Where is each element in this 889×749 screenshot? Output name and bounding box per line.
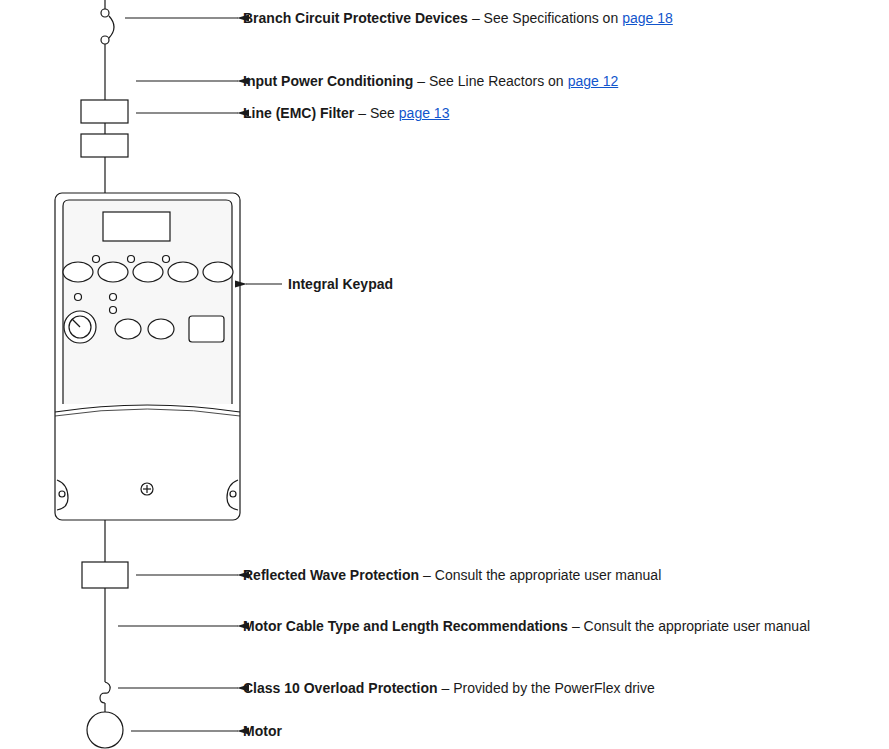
power-conditioning-box (81, 100, 128, 123)
keypad-button (203, 262, 233, 282)
part-name: Class 10 Overload Protection (243, 680, 438, 696)
callout-row: Class 10 Overload Protection– Provided b… (243, 679, 655, 697)
display-window (103, 212, 170, 241)
keypad-button (115, 319, 141, 339)
part-name: Line (EMC) Filter (243, 105, 354, 121)
part-name: Motor Cable Type and Length Recommendati… (243, 618, 568, 634)
cover-screw (146, 485, 147, 493)
leader-arrow (125, 17, 238, 18)
keypad-button (148, 319, 174, 339)
status-led (110, 294, 117, 301)
page-link: page 18 (622, 10, 673, 26)
keypad-button (168, 262, 198, 282)
keypad-button (133, 262, 163, 282)
cover-latch (227, 480, 238, 510)
callout-row: Reflected Wave Protection– Consult the a… (243, 566, 661, 584)
page-link: page 13 (399, 105, 450, 121)
housing-seam (55, 409, 240, 416)
leader-arrow (136, 80, 238, 81)
status-led (93, 256, 100, 263)
speed-knob (64, 311, 96, 343)
emc-filter-box (81, 134, 128, 157)
page-link: page 12 (568, 73, 619, 89)
leader-arrow (246, 283, 282, 284)
overload-symbol (100, 682, 110, 703)
leader-arrow (118, 687, 238, 688)
leader-arrow (136, 112, 238, 113)
part-name: Integral Keypad (288, 276, 393, 292)
breaker-contact (101, 9, 109, 17)
callout-note: – See (358, 105, 395, 121)
status-led (163, 256, 170, 263)
status-led (128, 256, 135, 263)
part-name: Branch Circuit Protective Devices (243, 10, 468, 26)
keypad-panel (63, 200, 232, 404)
callout-note: – Provided by the PowerFlex drive (442, 680, 655, 696)
latch-screw (230, 491, 236, 497)
wire (104, 703, 105, 712)
breaker-contact (101, 36, 109, 44)
status-led (75, 294, 82, 301)
leader-arrow (136, 574, 238, 575)
keypad-button (189, 316, 224, 342)
leader-arrow (131, 730, 238, 731)
keypad-button (98, 262, 128, 282)
leader-arrow (118, 625, 238, 626)
callout-row: Motor Cable Type and Length Recommendati… (243, 617, 810, 635)
callout-row: Branch Circuit Protective Devices– See S… (243, 9, 673, 27)
breaker-arc (109, 16, 114, 38)
callout-note: – Consult the appropriate user manual (423, 567, 661, 583)
wire (104, 0, 105, 9)
cover-screw (141, 483, 153, 495)
cover-latch (57, 480, 68, 510)
callout-note: – See Line Reactors on (417, 73, 563, 89)
housing-seam (55, 405, 240, 412)
part-name: Input Power Conditioning (243, 73, 413, 89)
knob-pointer (72, 319, 80, 327)
callout-row: Integral Keypad (288, 275, 393, 293)
part-name: Reflected Wave Protection (243, 567, 419, 583)
wire (104, 123, 105, 134)
callout-note: – Consult the appropriate user manual (572, 618, 810, 634)
part-name: Motor (243, 723, 282, 739)
wire (104, 44, 105, 100)
wire (104, 157, 105, 193)
callout-row: Input Power Conditioning– See Line React… (243, 72, 618, 90)
keypad-button (63, 262, 93, 282)
latch-screw (59, 491, 65, 497)
speed-knob (69, 316, 91, 338)
motor-cable (104, 588, 105, 682)
drive-housing (55, 193, 240, 520)
status-led (110, 307, 117, 314)
callout-row: Motor (243, 722, 282, 740)
motor-symbol (87, 712, 123, 748)
reflected-wave-box (82, 562, 128, 588)
callout-row: Line (EMC) Filter– Seepage 13 (243, 104, 449, 122)
callout-note: – See Specifications on (472, 10, 618, 26)
wire (104, 520, 105, 562)
